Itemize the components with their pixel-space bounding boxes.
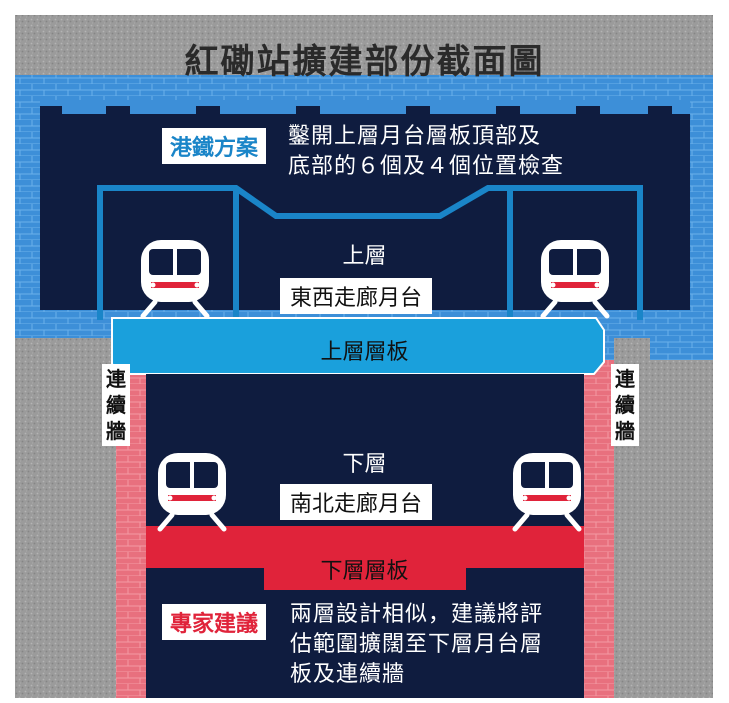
upper-level-label: 上層	[342, 244, 387, 269]
lower-level-label: 下層	[342, 452, 387, 477]
diaphragm-wall-label-right: 連續牆	[611, 364, 639, 446]
diaphragm-wall-right	[584, 360, 614, 698]
mtr-plan-line: 鑿開上層月台層板頂部及	[288, 124, 542, 149]
mtr-plan-line: 底部的６個及４個位置檢查	[288, 154, 565, 179]
lower-slab	[146, 526, 584, 590]
upper-slab-label: 上層層板	[320, 340, 409, 365]
diaphragm-wall-label-left: 連續牆	[102, 364, 130, 446]
expert-advice-line: 板及連續牆	[290, 662, 406, 687]
expert-advice-tag: 專家建議	[162, 604, 267, 640]
mtr-plan-note: 鑿開上層月台層板頂部及 底部的６個及４個位置檢查	[288, 122, 564, 182]
upper-platform-label: 東西走廊月台	[280, 278, 433, 314]
mtr-plan-tag: 港鐵方案	[162, 128, 267, 164]
lower-slab-label: 下層層板	[320, 559, 409, 584]
upper-platform-tunnel	[97, 185, 643, 320]
expert-advice-note: 兩層設計相似，建議將評 估範圍擴闊至下層月台層 板及連續牆	[290, 600, 543, 690]
expert-advice-line: 兩層設計相似，建議將評	[290, 602, 544, 627]
diagram-title: 紅磡站擴建部份截面圖	[184, 42, 545, 82]
lower-platform-label: 南北走廊月台	[280, 484, 433, 520]
expert-advice-line: 估範圍擴闊至下層月台層	[290, 632, 544, 657]
